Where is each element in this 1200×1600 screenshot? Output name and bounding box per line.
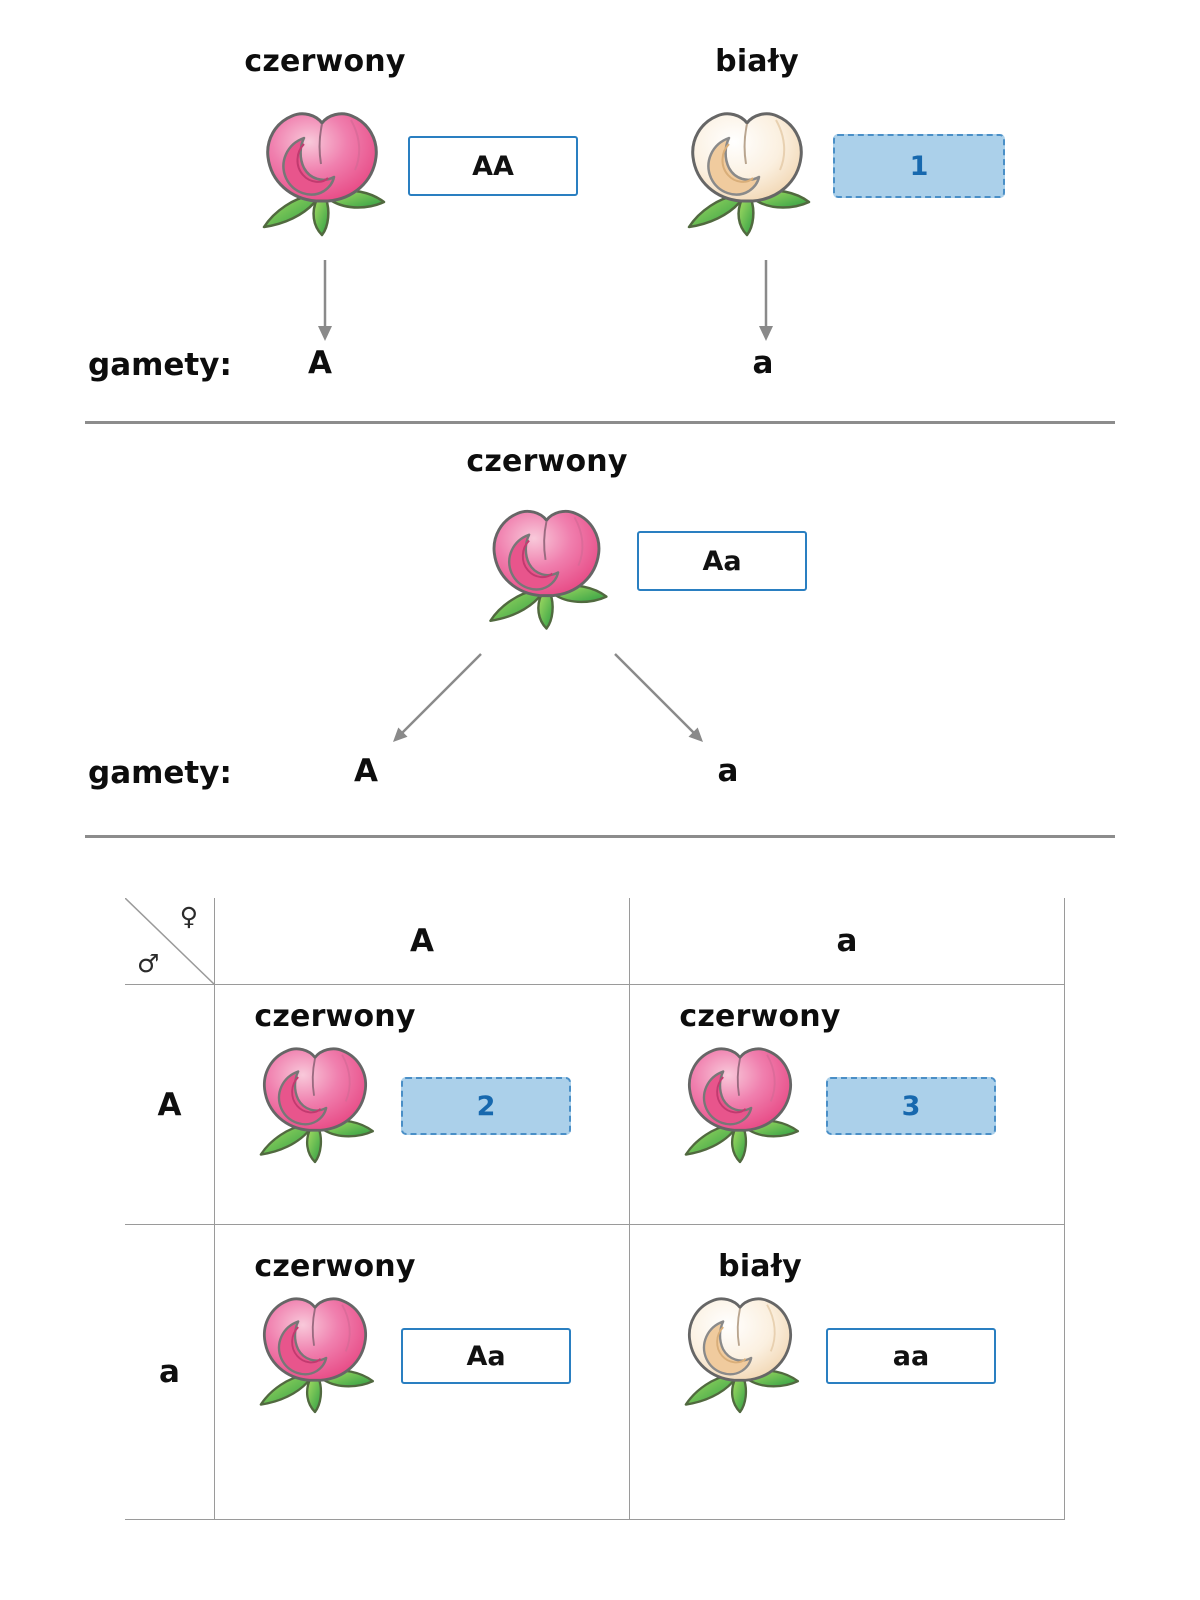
gamete-A-f1: A xyxy=(354,753,378,789)
punnett-cell-AA: czerwony 2 xyxy=(215,985,630,1225)
gametes-caption-p: gamety: xyxy=(88,347,232,383)
phenotype-label: czerwony xyxy=(254,999,416,1034)
gamete-A-p: A xyxy=(308,345,332,381)
punnett-col-header-A: A xyxy=(215,898,630,985)
down-arrow-right-parent xyxy=(759,260,773,341)
parent-left-phenotype-label: czerwony xyxy=(244,44,406,79)
genotype-box-Aa-cell: Aa xyxy=(401,1328,571,1384)
red-flower-illustration xyxy=(474,498,619,643)
answer-slot-1[interactable]: 1 xyxy=(833,134,1005,198)
gamete-a-f1: a xyxy=(717,753,739,789)
diagonal-arrow-right xyxy=(614,653,703,742)
red-flower-illustration xyxy=(245,1286,385,1426)
punnett-cell-Aa-top: czerwony 3 xyxy=(630,985,1065,1225)
white-flower-illustration xyxy=(672,100,822,250)
down-arrow-left-parent xyxy=(318,260,332,341)
phenotype-label: biały xyxy=(718,1249,802,1284)
white-flower-illustration xyxy=(670,1286,810,1426)
corner-diagonal-line xyxy=(125,898,215,985)
red-flower-illustration xyxy=(247,100,397,250)
punnett-cell-aA: czerwony Aa xyxy=(215,1225,630,1520)
genotype-box-AA: AA xyxy=(408,136,578,196)
f1-phenotype-label: czerwony xyxy=(466,444,628,479)
punnett-cell-aa: biały aa xyxy=(630,1225,1065,1520)
parent-right-phenotype-label: biały xyxy=(715,44,799,79)
genotype-box-Aa: Aa xyxy=(637,531,807,591)
punnett-corner-cell: ♀ ♂ xyxy=(125,898,215,985)
red-flower-illustration xyxy=(245,1036,385,1176)
female-symbol: ♀ xyxy=(179,902,198,931)
phenotype-label: czerwony xyxy=(254,1249,416,1284)
punnett-square: ♀ ♂ A a A czerwony 2 czerwony 3 xyxy=(125,898,1065,1520)
section-divider-1 xyxy=(85,421,1115,424)
genotype-box-aa-cell: aa xyxy=(826,1328,996,1384)
answer-slot-3[interactable]: 3 xyxy=(826,1077,996,1135)
red-flower-illustration xyxy=(670,1036,810,1176)
answer-slot-2[interactable]: 2 xyxy=(401,1077,571,1135)
section-divider-2 xyxy=(85,835,1115,838)
punnett-col-header-a: a xyxy=(630,898,1065,985)
male-symbol: ♂ xyxy=(137,949,160,978)
punnett-row-header-a: a xyxy=(125,1225,215,1520)
gamete-a-p: a xyxy=(752,345,774,381)
phenotype-label: czerwony xyxy=(679,999,841,1034)
diagonal-arrow-left xyxy=(393,653,482,742)
punnett-row-header-A: A xyxy=(125,985,215,1225)
gametes-caption-f1: gamety: xyxy=(88,755,232,791)
